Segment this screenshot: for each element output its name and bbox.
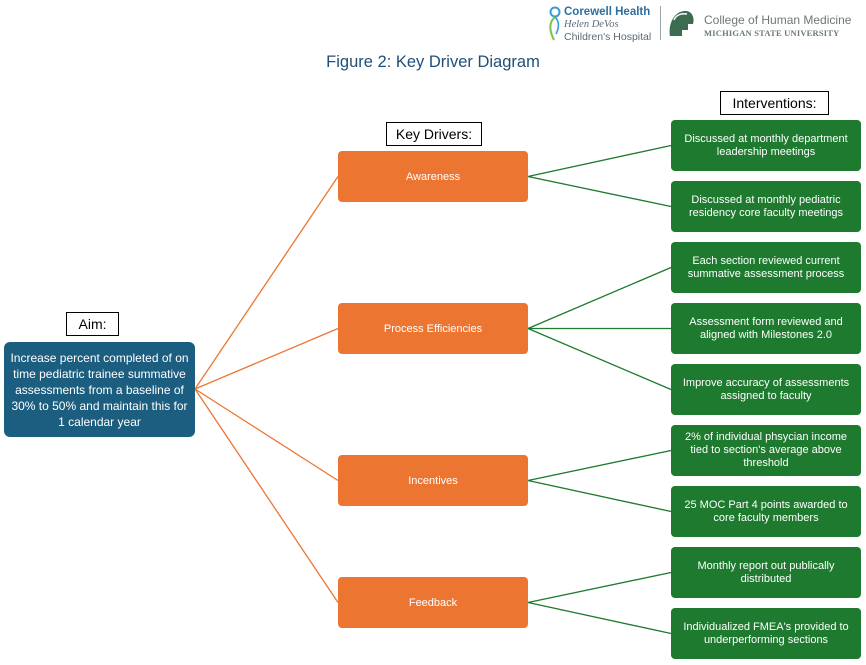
- intervention-moc-points: 25 MOC Part 4 points awarded to core fac…: [671, 486, 861, 537]
- corewell-subtitle-1: Helen DeVos: [564, 19, 619, 30]
- msu-logo: College of Human Medicine MICHIGAN STATE…: [666, 4, 862, 44]
- intervention-income-incentive: 2% of individual phsycian income tied to…: [671, 425, 861, 476]
- intervention-leadership-meetings: Discussed at monthly department leadersh…: [671, 120, 861, 171]
- msu-university-name: MICHIGAN STATE UNIVERSITY: [704, 28, 840, 38]
- interventions-label: Interventions:: [720, 91, 829, 115]
- corewell-name: Corewell Health: [564, 6, 651, 18]
- aim-to-driver-line: [194, 327, 339, 390]
- intervention-assessment-accuracy: Improve accuracy of assessments assigned…: [671, 364, 861, 415]
- driver-to-intervention-line: [527, 479, 672, 513]
- driver-feedback: Feedback: [338, 577, 528, 628]
- intervention-milestones-alignment: Assessment form reviewed and aligned wit…: [671, 303, 861, 354]
- aim-to-driver-line: [194, 388, 339, 603]
- spartan-helmet-icon: [669, 10, 694, 37]
- driver-awareness: Awareness: [338, 151, 528, 202]
- corewell-health-logo: Corewell Health Helen DeVos Children's H…: [546, 4, 658, 44]
- key-drivers-label: Key Drivers:: [386, 122, 482, 146]
- corewell-swirl-icon: [549, 6, 561, 41]
- aim-label: Aim:: [66, 312, 119, 336]
- intervention-individualized-fmea: Individualized FMEA's provided to underp…: [671, 608, 861, 659]
- driver-to-intervention-line: [527, 175, 672, 208]
- driver-to-intervention-line: [527, 601, 672, 635]
- intervention-section-review: Each section reviewed current summative …: [671, 242, 861, 293]
- driver-to-intervention-line: [527, 449, 672, 482]
- corewell-subtitle-2: Children's Hospital: [564, 31, 652, 43]
- driver-incentives: Incentives: [338, 455, 528, 506]
- logo-divider: [660, 6, 661, 40]
- intervention-monthly-report: Monthly report out publically distribute…: [671, 547, 861, 598]
- intervention-core-faculty-meetings: Discussed at monthly pediatric residency…: [671, 181, 861, 232]
- msu-college-name: College of Human Medicine: [704, 13, 852, 27]
- driver-to-intervention-line: [527, 266, 672, 330]
- driver-process-efficiencies: Process Efficiencies: [338, 303, 528, 354]
- aim-to-driver-line: [194, 176, 339, 390]
- driver-to-intervention-line: [527, 144, 672, 178]
- driver-to-intervention-line: [527, 571, 672, 604]
- aim-statement: Increase percent completed of on time pe…: [4, 342, 195, 437]
- figure-title: Figure 2: Key Driver Diagram: [326, 53, 540, 71]
- driver-to-intervention-line: [527, 327, 672, 391]
- aim-to-driver-line: [194, 388, 339, 482]
